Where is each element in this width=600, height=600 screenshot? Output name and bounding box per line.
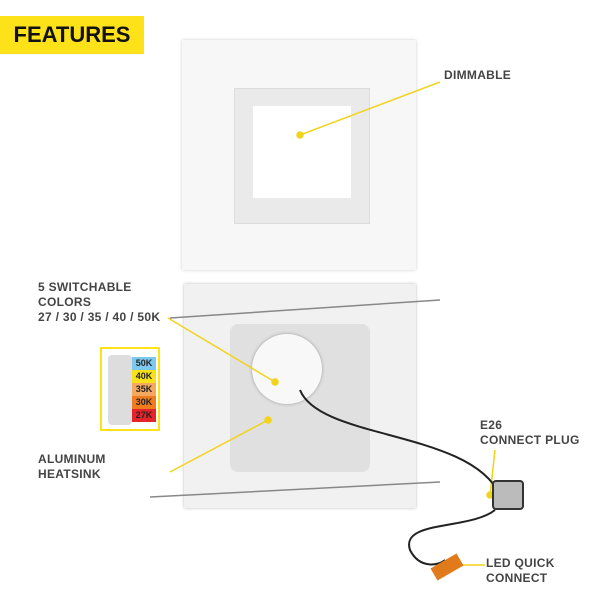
- heatsink-line1: ALUMINUM: [38, 452, 106, 466]
- switch-40k: 40K: [132, 370, 156, 383]
- features-badge: FEATURES: [0, 16, 144, 54]
- color-switch-diagram: 50K 40K 35K 30K 27K: [100, 347, 160, 431]
- quick-line2: CONNECT: [486, 571, 548, 585]
- e26-plug: [492, 480, 524, 510]
- trim-image: [182, 40, 416, 270]
- plug-line2: CONNECT PLUG: [480, 433, 580, 447]
- switch-27k: 27K: [132, 409, 156, 422]
- switch-35k: 35K: [132, 383, 156, 396]
- colors-line1: 5 SWITCHABLE: [38, 280, 132, 294]
- plug-line1: E26: [480, 418, 503, 432]
- quick-line1: LED QUICK: [486, 556, 555, 570]
- dimmable-label: DIMMABLE: [444, 68, 512, 82]
- quick-connect-label: LED QUICK CONNECT: [486, 556, 555, 586]
- switch-50k: 50K: [132, 357, 156, 370]
- colors-label: 5 SWITCHABLE COLORS 27 / 30 / 35 / 40 / …: [38, 280, 160, 325]
- fixture-back-image: [184, 284, 416, 508]
- switch-30k: 30K: [132, 396, 156, 409]
- heatsink-line2: HEATSINK: [38, 467, 101, 481]
- colors-line3: 27 / 30 / 35 / 40 / 50K: [38, 310, 161, 324]
- heatsink-label: ALUMINUM HEATSINK: [38, 452, 106, 482]
- colors-line2: COLORS: [38, 295, 92, 309]
- plug-label: E26 CONNECT PLUG: [480, 418, 580, 448]
- driver-disc: [252, 334, 322, 404]
